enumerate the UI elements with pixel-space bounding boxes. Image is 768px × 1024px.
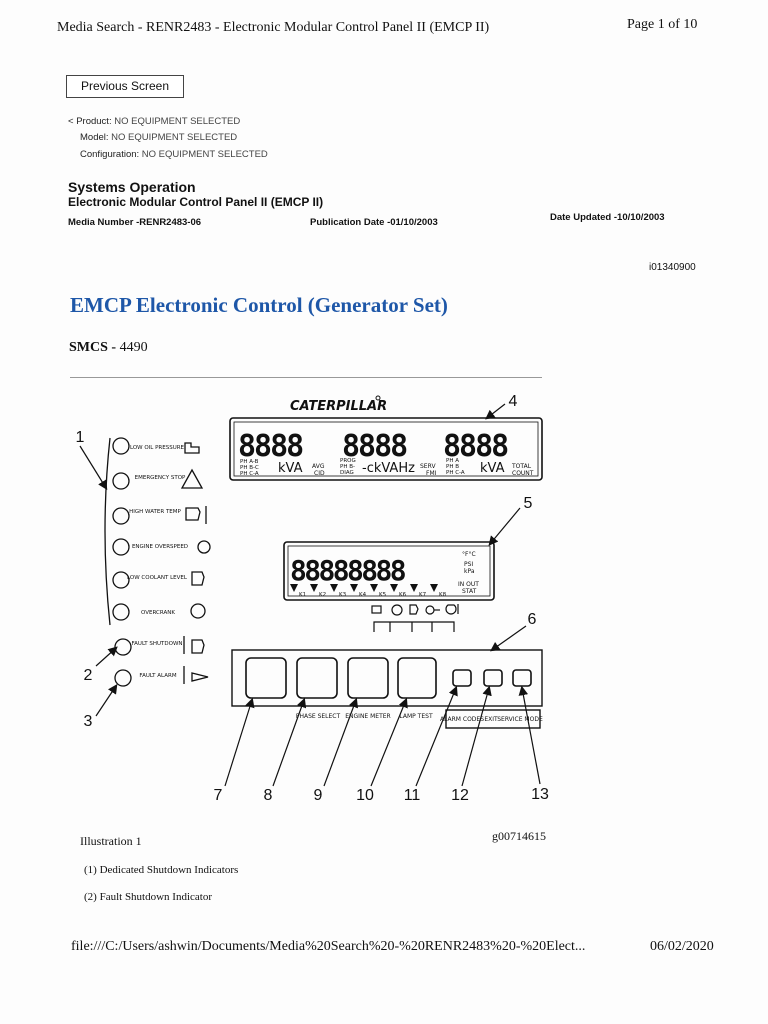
caption-2: (2) Fault Shutdown Indicator [84, 891, 213, 903]
label-cid: CID [314, 470, 325, 477]
k7-label: K7 [419, 592, 427, 598]
label-serv: SERV [420, 463, 436, 470]
page-number: Page 1 of 10 [627, 17, 698, 32]
svg-text:DIAG: DIAG [340, 470, 354, 476]
callout-12: 12 [451, 787, 469, 804]
k3-label: K3 [339, 592, 347, 598]
svg-text:PH A: PH A [446, 458, 459, 464]
callout-9: 9 [314, 787, 323, 804]
display-kva-3: kVA [480, 461, 505, 476]
configuration-line: Configuration: NO EQUIPMENT SELECTED [80, 149, 268, 160]
svg-text:PH C-A: PH C-A [446, 470, 465, 476]
indicator-low-coolant-level: LOW COOLANT LEVEL [127, 575, 188, 581]
model-line: Model: NO EQUIPMENT SELECTED [80, 132, 237, 143]
callout-6: 6 [528, 611, 537, 628]
exit-label: EXIT [484, 716, 498, 723]
callout-11: 11 [404, 787, 421, 804]
caption-1: (1) Dedicated Shutdown Indicators [84, 864, 239, 876]
engine-meter-label: ENGINE METER [345, 713, 390, 720]
label-fmi: FMI [426, 470, 437, 477]
display-kva-1: kVA [278, 461, 303, 476]
illustration-label: Illustration 1 [80, 834, 142, 848]
product-value: NO EQUIPMENT SELECTED [114, 116, 241, 127]
indicator-low-oil-pressure: LOW OIL PRESSURE [130, 445, 185, 451]
lamp-test-label: LAMP TEST [399, 713, 433, 720]
footer-date: 06/02/2020 [650, 939, 714, 954]
model-value: NO EQUIPMENT SELECTED [111, 132, 238, 143]
configuration-label: Configuration: [80, 149, 140, 160]
display-digits-2: 8888 [342, 429, 407, 464]
svg-text:PH B: PH B [446, 464, 459, 470]
smcs-value: 4490 [119, 340, 148, 355]
k2-label: K2 [319, 592, 326, 598]
caterpillar-logo: CATERPILLAR [290, 399, 387, 414]
callout-3: 3 [84, 713, 93, 730]
collapse-icon[interactable]: < [68, 116, 74, 127]
media-number: Media Number -RENR2483-06 [68, 217, 202, 228]
divider [70, 377, 542, 378]
lower-display-digits: 88888888 [290, 554, 406, 587]
callout-5: 5 [524, 495, 533, 512]
unit-kpa: kPa [464, 568, 475, 575]
illustration-id: g00714615 [492, 829, 546, 843]
callout-8: 8 [264, 787, 273, 804]
configuration-value: NO EQUIPMENT SELECTED [141, 149, 268, 160]
header-title: Media Search - RENR2483 - Electronic Mod… [57, 20, 490, 35]
label-total: TOTAL [511, 463, 532, 470]
unit-temp: °F°C [462, 551, 476, 558]
smcs-label: SMCS - [69, 340, 120, 355]
unit-stat: STAT [462, 588, 477, 595]
alarm-codes-label: ALARM CODES [440, 716, 484, 723]
label-avg: AVG [312, 463, 325, 470]
product-line: < Product: NO EQUIPMENT SELECTED [68, 116, 240, 127]
smcs-code: SMCS - 4490 [69, 340, 148, 356]
indicator-fault-shutdown: FAULT SHUTDOWN [132, 641, 183, 647]
display-digits-3: 8888 [443, 429, 508, 464]
k4-label: K4 [359, 592, 367, 598]
date-updated: Date Updated -10/10/2003 [550, 212, 665, 223]
indicator-fault-alarm: FAULT ALARM [139, 673, 176, 679]
k6-label: K6 [399, 592, 407, 598]
svg-text:PH A-B: PH A-B [240, 459, 259, 465]
k8-label: K8 [439, 592, 447, 598]
page-title: EMCP Electronic Control (Generator Set) [70, 293, 448, 317]
phase-select-label: PHASE SELECT [296, 713, 341, 720]
indicator-engine-overspeed: ENGINE OVERSPEED [132, 544, 188, 550]
callout-7: 7 [214, 787, 223, 804]
indicator-high-water-temp: HIGH WATER TEMP [129, 509, 181, 515]
label-count: COUNT [512, 470, 534, 477]
service-mode-label: SERVICE MODE [497, 716, 543, 723]
previous-screen-button[interactable]: Previous Screen [66, 75, 184, 98]
svg-text:PROG: PROG [340, 458, 356, 464]
indicator-overcrank: OVERCRANK [141, 610, 175, 616]
callout-1: 1 [76, 429, 85, 446]
product-label: Product: [76, 116, 112, 127]
unit-psi: PSI [464, 561, 473, 568]
section-title: Systems Operation [68, 179, 196, 195]
k5-label: K5 [379, 592, 387, 598]
model-label: Model: [80, 132, 109, 143]
publication-date: Publication Date -01/10/2003 [310, 217, 438, 228]
svg-text:PH B-: PH B- [340, 464, 355, 470]
indicator-emergency-stop: EMERGENCY STOP [135, 475, 186, 481]
callout-2: 2 [84, 667, 93, 684]
callout-13: 13 [531, 786, 549, 803]
svg-text:PH C-A: PH C-A [240, 471, 259, 477]
callout-10: 10 [356, 787, 374, 804]
k1-label: K1 [299, 592, 306, 598]
callout-4: 4 [509, 393, 518, 410]
document-subtitle: Electronic Modular Control Panel II (EMC… [68, 195, 324, 209]
footer-url: file:///C:/Users/ashwin/Documents/Media%… [71, 939, 586, 954]
unit-in-out: IN OUT [458, 581, 479, 588]
display-kva-2: -ckVAHz [362, 461, 415, 476]
svg-text:PH B-C: PH B-C [240, 465, 259, 471]
display-digits-1: 8888 [238, 429, 303, 464]
image-id: i01340900 [649, 262, 696, 273]
